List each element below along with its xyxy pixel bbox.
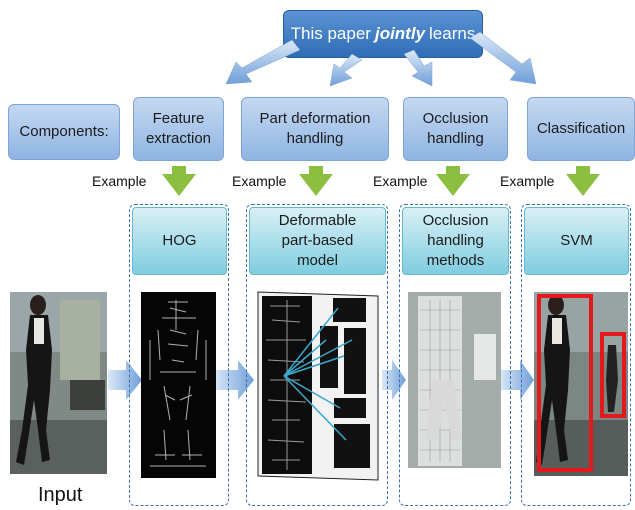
occlusion-image bbox=[408, 292, 501, 468]
green-arrow-2 bbox=[299, 166, 333, 196]
method-dpm: Deformable part-based model bbox=[249, 207, 386, 275]
input-image bbox=[10, 292, 107, 474]
summary-emphasis: jointly bbox=[374, 24, 426, 43]
components-label: Components: bbox=[19, 123, 109, 140]
component-line1: Part deformation bbox=[259, 110, 371, 127]
detection-box-large bbox=[537, 294, 593, 472]
component-line2: handling bbox=[427, 130, 484, 147]
component-line2: handling bbox=[286, 130, 344, 147]
summary-suffix: learns bbox=[429, 24, 476, 43]
component-classification: Classification bbox=[527, 97, 635, 161]
flow-arrows bbox=[108, 360, 534, 400]
arrow-to-classification bbox=[469, 31, 537, 85]
arrow-to-part-deformation bbox=[329, 53, 363, 87]
component-occlusion: Occlusion handling bbox=[403, 97, 508, 161]
example-label-2: Example bbox=[232, 173, 287, 189]
flow-arrow-3 bbox=[382, 360, 406, 400]
detection-box-small bbox=[600, 332, 626, 418]
component-line1: Classification bbox=[536, 120, 626, 137]
arrow-to-feature-extraction bbox=[225, 39, 301, 85]
flow-arrow-1 bbox=[108, 360, 142, 400]
dpm-image bbox=[257, 291, 379, 481]
component-feature-extraction: Feature extraction bbox=[133, 97, 224, 161]
green-arrow-1 bbox=[162, 166, 196, 196]
components-label-box: Components: bbox=[8, 104, 120, 160]
method-text: model bbox=[297, 252, 338, 269]
input-label: Input bbox=[38, 484, 83, 506]
svm-image bbox=[534, 292, 628, 476]
method-text: SVM bbox=[560, 232, 593, 249]
green-arrow-4 bbox=[566, 166, 600, 196]
method-hog: HOG bbox=[132, 207, 227, 275]
example-label-3: Example bbox=[373, 173, 428, 189]
component-line2: extraction bbox=[145, 130, 212, 147]
method-text: methods bbox=[426, 252, 485, 269]
arrow-to-occlusion bbox=[403, 49, 433, 87]
method-text: part-based bbox=[281, 232, 354, 249]
method-text: Occlusion bbox=[422, 212, 489, 229]
hog-image bbox=[141, 292, 216, 478]
example-label-1: Example bbox=[92, 173, 147, 189]
green-arrows bbox=[162, 166, 600, 196]
method-text: HOG bbox=[162, 232, 197, 249]
component-part-deformation: Part deformation handling bbox=[241, 97, 389, 161]
paper-summary-box: This paper jointly learns bbox=[283, 10, 483, 58]
green-arrow-3 bbox=[436, 166, 470, 196]
column-classification bbox=[521, 204, 631, 506]
component-line1: Feature bbox=[152, 110, 205, 127]
flow-arrow-4 bbox=[500, 360, 534, 400]
method-svm: SVM bbox=[524, 207, 629, 275]
method-text: Deformable bbox=[278, 212, 357, 229]
column-feature-extraction bbox=[129, 204, 229, 506]
column-occlusion bbox=[399, 204, 511, 506]
method-occlusion: Occlusion handling methods bbox=[402, 207, 509, 275]
method-text: handling bbox=[427, 232, 484, 249]
flow-arrow-2 bbox=[214, 360, 254, 400]
column-part-deformation bbox=[246, 204, 388, 506]
example-label-4: Example bbox=[500, 173, 555, 189]
component-line1: Occlusion bbox=[422, 110, 489, 127]
summary-prefix: This paper bbox=[290, 24, 371, 43]
